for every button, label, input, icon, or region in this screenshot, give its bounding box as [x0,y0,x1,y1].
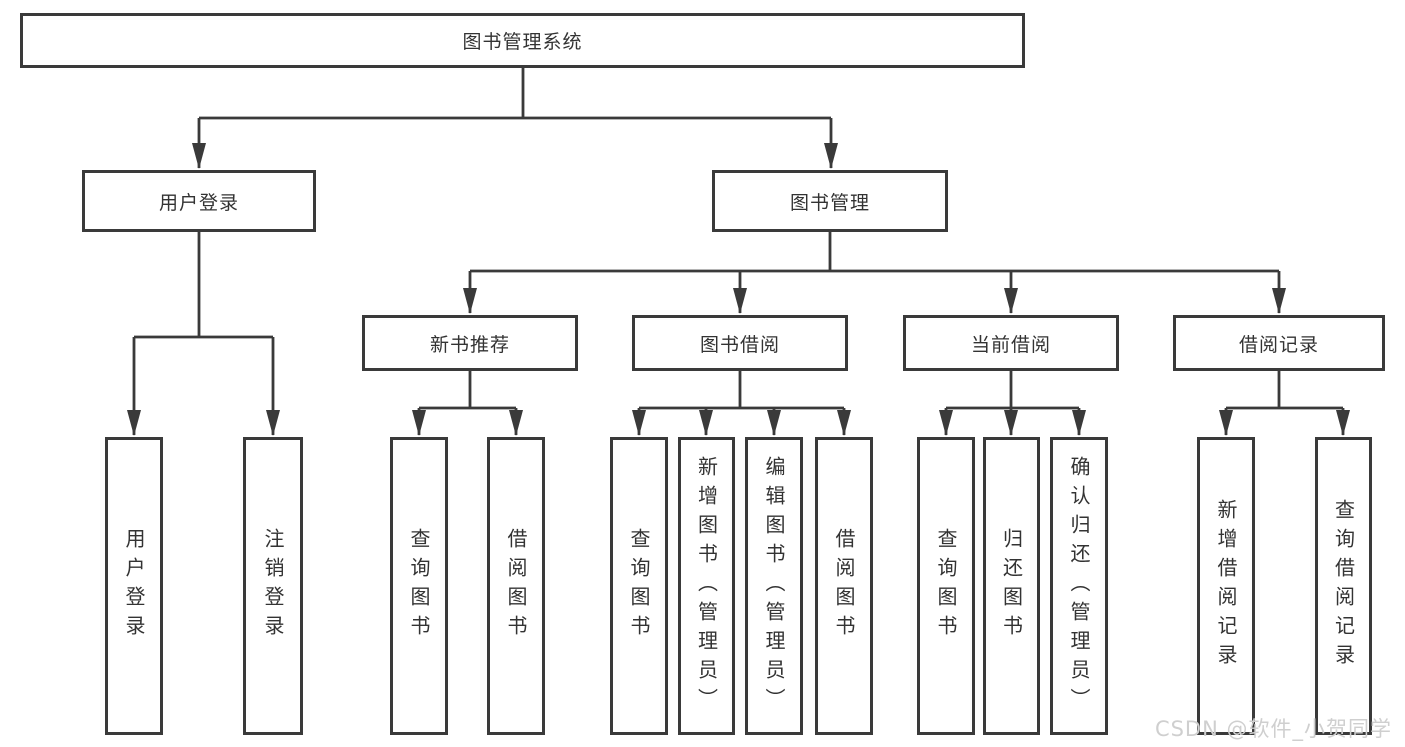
node-book-borrowing: 图书借阅 [632,315,848,371]
leaf-borrow-books-2: 借阅图书 [815,437,873,735]
leaf-add-borrow-record-label: 新增借阅记录 [1214,499,1238,673]
leaf-query-books-2-label: 查询图书 [627,528,651,644]
leaf-return-books-label: 归还图书 [999,528,1024,644]
leaf-logout: 注销登录 [243,437,303,735]
leaf-add-books-admin-label: 新增图书（管理员） [694,455,719,717]
leaf-query-books-1-label: 查询图书 [407,528,431,644]
edge-new-book-bus [419,371,516,410]
node-book-management: 图书管理 [712,170,948,232]
node-user-login: 用户登录 [82,170,316,232]
leaf-user-login-label: 用户登录 [122,528,146,644]
node-borrowing-records: 借阅记录 [1173,315,1385,371]
node-library-system-label: 图书管理系统 [462,31,583,53]
leaf-query-books-1: 查询图书 [390,437,448,735]
edge-borrowing-records-bus [1226,371,1343,410]
leaf-borrow-books-1: 借阅图书 [487,437,545,735]
leaf-edit-books-admin: 编辑图书（管理员） [745,437,803,735]
node-book-management-label: 图书管理 [789,191,870,214]
node-library-system: 图书管理系统 [20,13,1025,68]
leaf-edit-books-admin-label: 编辑图书（管理员） [762,455,786,717]
leaf-query-borrow-record: 查询借阅记录 [1315,437,1372,735]
leaf-add-books-admin: 新增图书（管理员） [678,437,735,735]
leaf-query-borrow-record-label: 查询借阅记录 [1331,499,1356,673]
leaf-borrow-books-2-label: 借阅图书 [832,528,856,644]
node-current-borrowing-label: 当前借阅 [970,333,1051,356]
node-borrowing-records-label: 借阅记录 [1238,333,1319,356]
node-user-login-label: 用户登录 [158,191,239,214]
leaf-return-books: 归还图书 [983,437,1040,735]
leaf-query-books-2: 查询图书 [610,437,668,735]
leaf-query-books-3-label: 查询图书 [934,528,958,644]
leaf-confirm-return-admin: 确认归还（管理员） [1050,437,1108,735]
edge-user-login-bus [134,232,273,339]
edge-book-management-bus [470,232,1279,273]
node-new-book-recommend: 新书推荐 [362,315,578,371]
edge-current-borrowing-bus [946,371,1079,410]
leaf-confirm-return-admin-label: 确认归还（管理员） [1067,455,1091,717]
leaf-logout-label: 注销登录 [261,528,285,644]
csdn-watermark: CSDN @软件_小贺同学 [1154,717,1392,741]
leaf-add-borrow-record: 新增借阅记录 [1197,437,1255,735]
leaf-query-books-3: 查询图书 [917,437,975,735]
edge-book-borrowing-bus [639,371,844,410]
node-current-borrowing: 当前借阅 [903,315,1119,371]
node-book-borrowing-label: 图书借阅 [699,333,780,356]
edge-root-bus [199,68,831,120]
leaf-user-login: 用户登录 [105,437,163,735]
leaf-borrow-books-1-label: 借阅图书 [504,528,528,644]
node-new-book-recommend-label: 新书推荐 [429,333,510,356]
